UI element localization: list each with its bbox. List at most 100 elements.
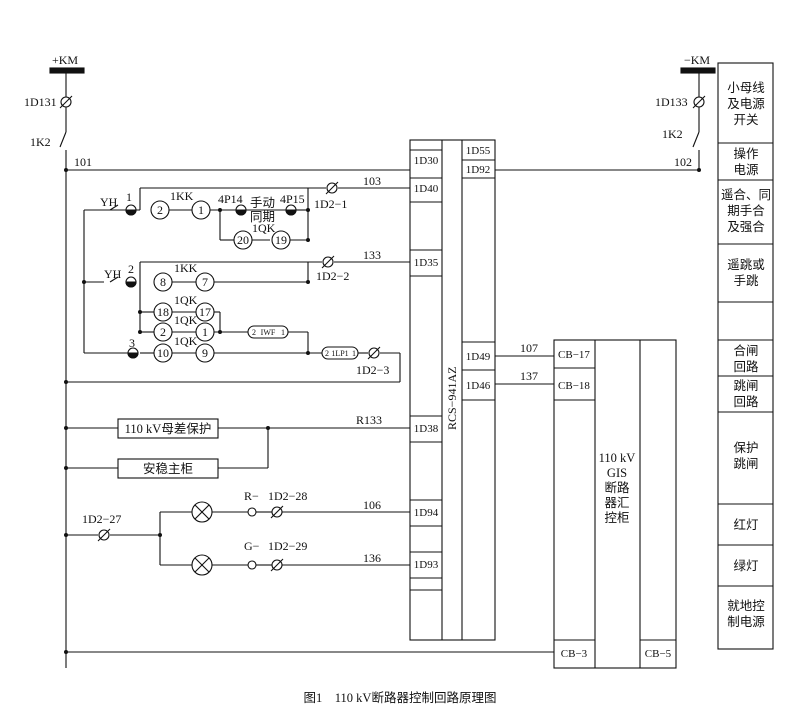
- manual-sync-label-2: 同期: [250, 210, 275, 224]
- contact-label: 18: [157, 305, 169, 319]
- gis-port: CB−5: [645, 648, 672, 660]
- rcs-device-block: [409, 139, 496, 641]
- contact-label: 7: [202, 275, 208, 289]
- manual-sync-label-1: 手动: [250, 196, 275, 210]
- wire-133: 133: [363, 248, 381, 262]
- legend-text: 跳闸: [733, 457, 758, 471]
- wire-106: 106: [363, 498, 381, 512]
- stability-cabinet-box: [117, 458, 219, 479]
- node-102: 102: [674, 155, 692, 169]
- left-bus-bar: [49, 67, 85, 74]
- lamp-g-label: G−: [244, 539, 260, 553]
- legend-text: 操作: [733, 146, 759, 161]
- lamp-g-terminal: [247, 560, 257, 570]
- iwf-left-num: 2: [252, 328, 256, 337]
- legend-text: 手跳: [733, 274, 759, 288]
- terminal-1d2-29-label: 1D2−29: [268, 539, 307, 553]
- contact-label: 10: [157, 346, 169, 360]
- right-bus-label: −KM: [684, 53, 710, 67]
- gis-title-line: GIS: [607, 466, 627, 480]
- left-terminal-label: 1D131: [24, 95, 57, 109]
- wire-107: 107: [520, 341, 538, 355]
- lp1-element: [321, 346, 359, 360]
- contact-label: 8: [160, 275, 166, 289]
- contact-1-b: [195, 322, 215, 342]
- gis-title-line: 器汇: [604, 496, 629, 510]
- bus-diff-protection-box: [117, 418, 219, 439]
- kk2-label: 1KK: [174, 261, 198, 275]
- legend-text: 开关: [733, 113, 758, 127]
- p15-label: 4P15: [280, 192, 305, 206]
- left-switch-label: 1K2: [30, 135, 51, 149]
- lamp-r-terminal: [247, 507, 257, 517]
- kk1-label: 1KK: [170, 189, 194, 203]
- contact-17: [195, 302, 215, 322]
- rcs-terminal: 1D46: [466, 380, 491, 392]
- terminal-1d2-3-label: 1D2−3: [356, 363, 389, 377]
- terminal-1d2-27-label: 1D2−27: [82, 512, 121, 526]
- rcs-terminal: 1D40: [414, 183, 439, 195]
- contact-label: 1: [198, 203, 204, 217]
- iwf-element: [247, 325, 289, 339]
- qk4-label: 1QK: [174, 334, 198, 348]
- contact-10: [153, 343, 173, 363]
- legend-text: 小母线: [727, 81, 765, 95]
- legend-text: 制电源: [727, 615, 765, 629]
- bus-diff-label: 110 kV母差保护: [125, 422, 212, 436]
- contact-1-a: [191, 200, 211, 220]
- terminal-1d2-28-label: 1D2−28: [268, 489, 307, 503]
- gis-title-line: 断路: [604, 480, 630, 495]
- legend-text: 及强合: [727, 219, 765, 234]
- legend-text: 遥跳或: [727, 258, 765, 272]
- contact-20: [233, 230, 253, 250]
- legend-text: 合闸: [733, 343, 758, 358]
- rcs-terminal: 1D55: [466, 145, 491, 157]
- gis-port: CB−17: [558, 349, 590, 361]
- yh2-label: YH: [104, 267, 122, 281]
- wire-r133: R133: [356, 413, 382, 427]
- contact-label: 20: [237, 233, 249, 247]
- legend-text: 回路: [733, 359, 759, 374]
- contact-9: [195, 343, 215, 363]
- iwf-label: IWF: [261, 328, 276, 337]
- iwf-right-num: 1: [281, 328, 285, 337]
- contact-2-b: [153, 322, 173, 342]
- right-terminal-label: 1D133: [655, 95, 688, 109]
- qk3-label: 1QK: [174, 313, 198, 327]
- legend-text: 保护: [733, 441, 758, 455]
- gis-cabinet-block: [553, 339, 677, 669]
- stability-label: 安稳主柜: [143, 461, 193, 476]
- right-bus-bar: [680, 67, 716, 74]
- lamp-r-label: R−: [244, 489, 259, 503]
- contact-2-a: [150, 200, 170, 220]
- contact-label: 19: [275, 233, 287, 247]
- legend-text: 及电源: [727, 97, 765, 111]
- legend-text: 回路: [733, 394, 759, 409]
- left-bus-label: +KM: [52, 53, 78, 67]
- legend-text: 红灯: [733, 517, 758, 532]
- terminal-1d2-1-label: 1D2−1: [314, 197, 347, 211]
- legend-text: 期手合: [727, 203, 765, 218]
- node-101: 101: [74, 155, 92, 169]
- contact-19: [271, 230, 291, 250]
- yh1-num: 1: [126, 190, 132, 204]
- legend-text: 绿灯: [733, 558, 758, 573]
- figure-caption: 图1 110 kV断路器控制回路原理图: [304, 690, 497, 705]
- rcs-terminal: 1D94: [414, 507, 439, 519]
- qk2-label: 1QK: [174, 293, 198, 307]
- gis-title-line: 110 kV: [599, 451, 636, 465]
- terminal-1d2-2-label: 1D2−2: [316, 269, 349, 283]
- contact-18: [153, 302, 173, 322]
- rcs-device-name: RCS−941AZ: [445, 367, 459, 430]
- contact-8: [153, 272, 173, 292]
- gis-port: CB−18: [558, 380, 590, 392]
- n3-label: 3: [129, 336, 135, 350]
- rcs-terminal: 1D49: [466, 351, 491, 363]
- lp1-right-num: 1: [352, 349, 356, 358]
- rcs-terminal: 1D30: [414, 155, 439, 167]
- gis-port: CB−3: [561, 648, 588, 660]
- legend-column: [717, 62, 774, 650]
- wire-103: 103: [363, 174, 381, 188]
- contact-7: [195, 272, 215, 292]
